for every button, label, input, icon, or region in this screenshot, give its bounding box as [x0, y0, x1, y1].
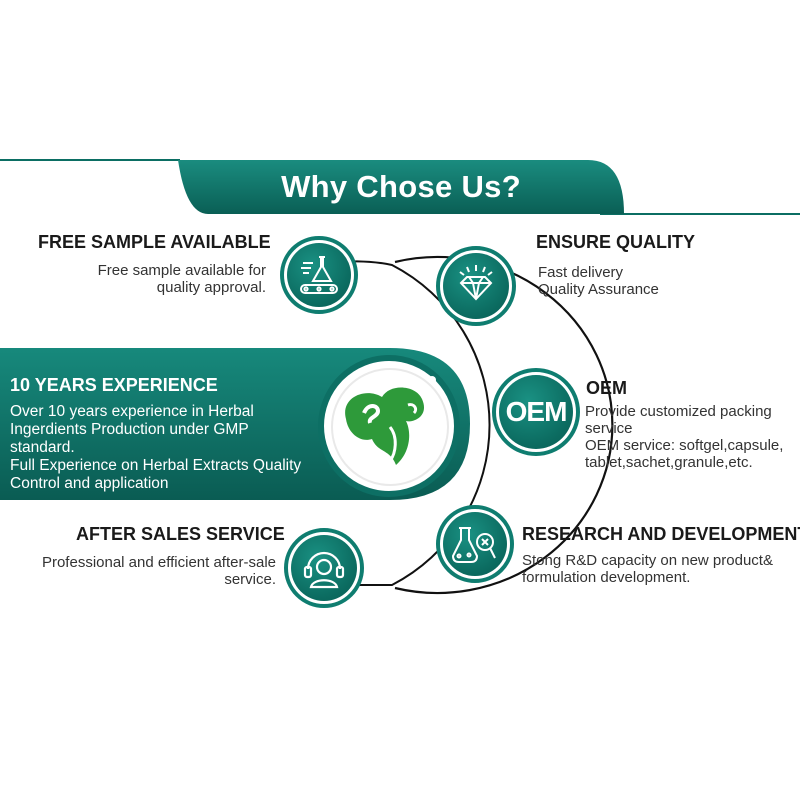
lab-conveyor-icon [300, 256, 338, 294]
oem-line: Provide customized packing [585, 403, 772, 420]
after-sales-description: Professional and efficient after-sale se… [20, 554, 276, 588]
header-rule-right [600, 213, 800, 215]
quality-line: Quality Assurance [538, 281, 659, 298]
experience-line: standard. [10, 439, 75, 456]
title-banner [178, 160, 624, 214]
research-description: Stong R&D capacity on new product& formu… [522, 552, 797, 586]
free-sample-title: FREE SAMPLE AVAILABLE [38, 232, 271, 252]
oem-description: Provide customized packing service OEM s… [585, 403, 800, 471]
quality-line: Fast delivery [538, 264, 624, 281]
research-badge-fill [443, 512, 507, 576]
free-sample-badge-fill [287, 243, 351, 307]
oem-line: OEM service: softgel,capsule, [585, 437, 784, 454]
research-line: formulation development. [522, 569, 691, 586]
experience-line: Ingerdients Production under GMP [10, 421, 249, 438]
oem-badge-fill [499, 375, 573, 449]
free-sample-description: Free sample available for quality approv… [40, 262, 266, 296]
page-title: Why Chose Us? [281, 169, 521, 204]
free-sample-line: Free sample available for [97, 262, 266, 279]
company-logo [331, 368, 449, 486]
after-sales-title: AFTER SALES SERVICE [76, 524, 285, 544]
experience-line: Control and application [10, 475, 169, 492]
experience-line: Full Experience on Herbal Extracts Quali… [10, 457, 302, 474]
after-sales-badge-fill [291, 535, 357, 601]
research-title: RESEARCH AND DEVELOPMENT [522, 524, 800, 544]
oem-title: OEM [586, 378, 628, 398]
free-sample-line: quality approval. [156, 279, 266, 296]
quality-badge-fill [443, 253, 509, 319]
header-rule-left [0, 159, 180, 161]
oem-line: tablet,sachet,granule,etc. [585, 454, 753, 471]
logo-accent [428, 376, 436, 384]
diamond-icon [459, 265, 493, 301]
oem-line: service [585, 420, 633, 437]
quality-title: ENSURE QUALITY [536, 232, 696, 252]
after-sales-line: service. [224, 571, 276, 588]
flask-magnifier-icon [451, 527, 496, 563]
headset-support-icon [303, 551, 345, 589]
research-line: Stong R&D capacity on new product& [522, 552, 773, 569]
experience-line: Over 10 years experience in Herbal [10, 403, 254, 420]
oem-badge-label: OEM [505, 396, 568, 427]
experience-description: Over 10 years experience in Herbal Inger… [10, 403, 330, 493]
after-sales-line: Professional and efficient after-sale [41, 554, 276, 571]
quality-description: Fast delivery Quality Assurance [538, 264, 738, 298]
experience-title: 10 YEARS EXPERIENCE [10, 375, 218, 395]
